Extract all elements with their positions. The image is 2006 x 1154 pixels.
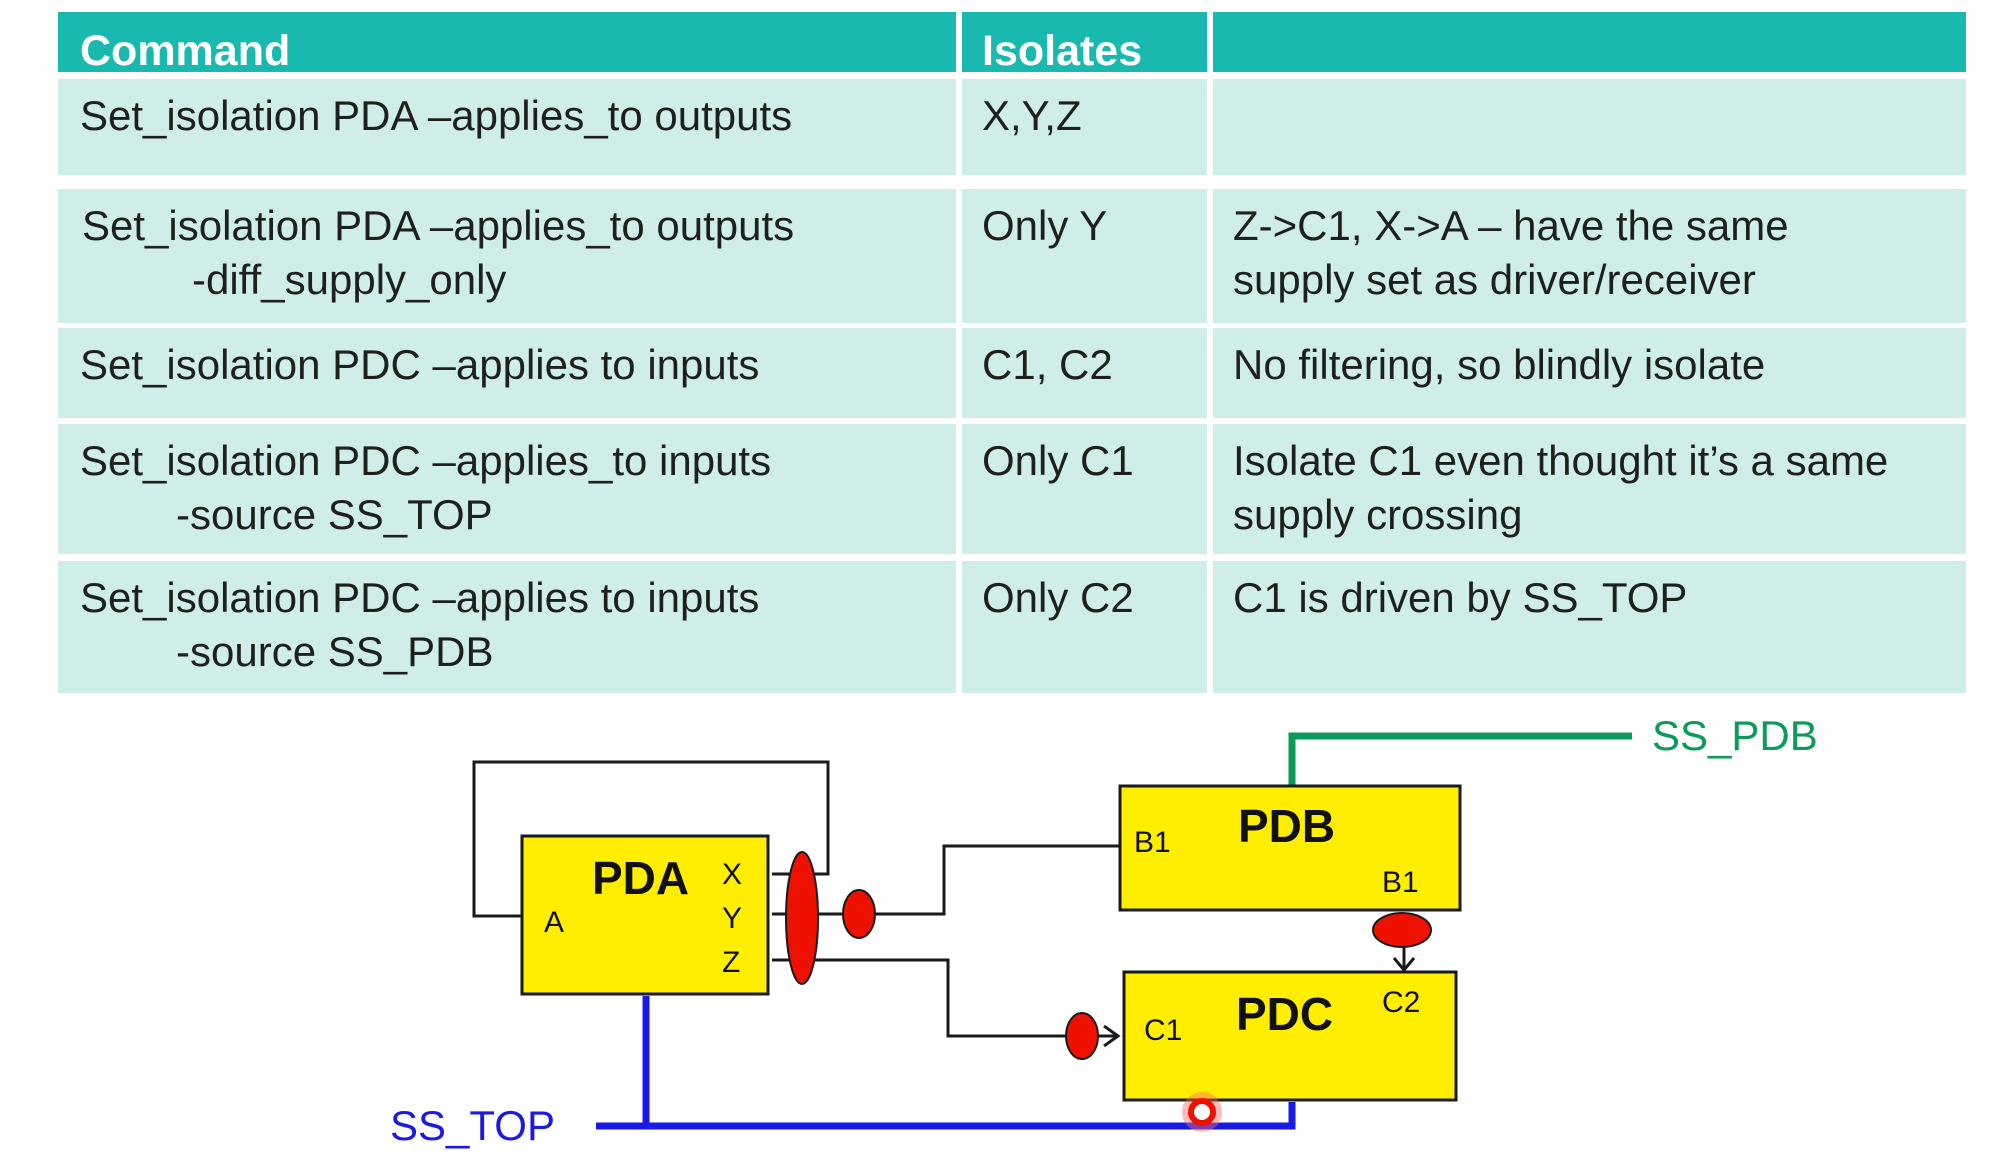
command-option-line: -source SS_TOP [176,491,493,538]
c1-arrowhead [1103,1024,1121,1048]
command-line: Set_isolation PDC –applies to inputs [80,574,760,621]
isolates-cell: Only Y [962,189,1207,323]
y-to-b1-wire [772,844,1120,916]
port-b1-left-label: B1 [1134,826,1171,859]
pointer-highlight [1182,1092,1222,1132]
pdc-block [1122,970,1458,1102]
command-cell: Set_isolation PDC –applies_to inputs -so… [58,424,956,554]
isolation-cell-c1 [1065,1012,1099,1060]
ss-pdb-label: SS_PDB [1652,712,1818,759]
note-line: supply crossing [1233,491,1523,538]
ss-top-supply-wire [596,1102,1296,1130]
z-to-c1-wire [772,958,1118,1038]
command-option-line: -diff_supply_only [192,256,507,303]
header-isolates: Isolates [962,12,1207,75]
command-cell: Set_isolation PDA –applies_to outputs [58,79,956,175]
pda-title: PDA [592,852,689,904]
port-a-label: A [544,906,564,939]
command-line: Set_isolation PDA –applies_to outputs [82,202,795,249]
table-row: Set_isolation PDC –applies_to inputs -so… [58,424,1966,554]
port-b1-right-label: B1 [1382,866,1419,899]
isolates-cell: Only C1 [962,424,1207,554]
pdb-title: PDB [1238,800,1335,852]
pdb-block [1118,784,1462,912]
note-cell: C1 is driven by SS_TOP [1213,561,1966,693]
note-cell: Z->C1, X->A – have the same supply set a… [1213,189,1966,323]
header-command: Command [58,12,956,75]
table-row: Set_isolation PDA –applies_to outputs X,… [58,79,1966,175]
note-cell: Isolate C1 even thought it’s a same supp… [1213,424,1966,554]
note-line: supply set as driver/receiver [1233,256,1756,303]
note-line: Z->C1, X->A – have the same [1233,202,1789,249]
isolates-cell: X,Y,Z [962,79,1207,175]
command-line: Set_isolation PDA –applies_to outputs [80,92,793,139]
port-x-label: X [722,858,742,891]
port-c1-label: C1 [1144,1014,1182,1047]
isolates-cell: Only C2 [962,561,1207,693]
isolation-cell-c2 [1372,912,1432,948]
table-header-row: Command Isolates [58,12,1966,75]
command-cell: Set_isolation PDA –applies_to outputs -d… [58,189,956,323]
table-row: Set_isolation PDC –applies to inputs -so… [58,561,1966,693]
table-row: Set_isolation PDA –applies_to outputs -d… [58,189,1966,323]
ss-pdb-supply-wire [1288,732,1632,786]
pointer-ring [1188,1098,1216,1126]
port-c2-label: C2 [1382,986,1420,1019]
note-cell: No filtering, so blindly isolate [1213,328,1966,418]
header-notes [1213,12,1966,72]
table-row: Set_isolation PDC –applies to inputs C1,… [58,328,1966,418]
note-line: C1 is driven by SS_TOP [1233,574,1688,621]
command-cell: Set_isolation PDC –applies to inputs [58,328,956,418]
pdc-title: PDC [1236,988,1333,1040]
note-line: No filtering, so blindly isolate [1233,341,1766,388]
command-line: Set_isolation PDC –applies_to inputs [80,437,772,484]
command-option-line: -source SS_PDB [176,628,494,675]
port-z-label: Z [722,946,740,979]
note-cell [1213,79,1966,175]
isolation-cell-y [842,889,876,939]
isolates-cell: C1, C2 [962,328,1207,418]
isolation-cell-outputs [785,851,819,985]
port-y-label: Y [722,902,742,935]
pda-block [520,834,770,996]
command-line: Set_isolation PDC –applies to inputs [80,341,760,388]
command-cell: Set_isolation PDC –applies to inputs -so… [58,561,956,693]
note-line: Isolate C1 even thought it’s a same [1233,437,1889,484]
b1-to-c2-arrowhead [1392,957,1416,973]
ss-top-label: SS_TOP [390,1102,555,1149]
x-to-a-feedback-wire [472,760,830,918]
